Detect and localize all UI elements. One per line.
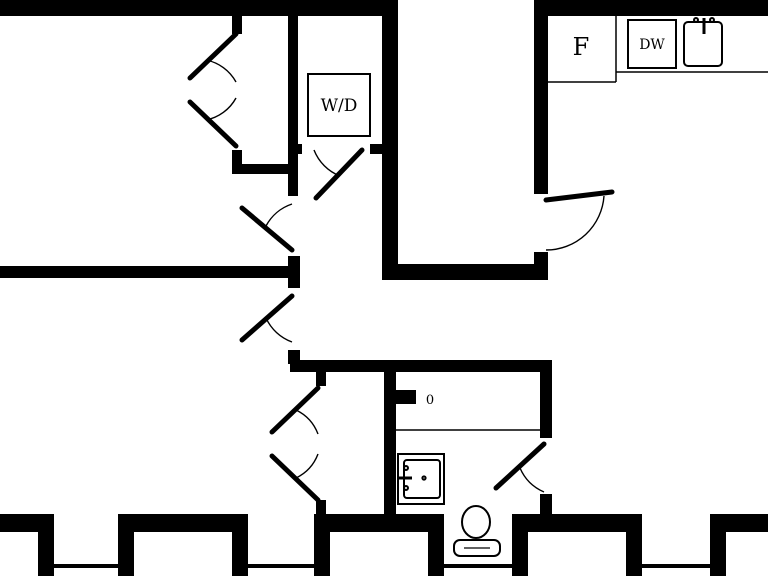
- door-swing-icon: [239, 293, 295, 343]
- wall-bottom-pier-3: [232, 514, 248, 576]
- wall-wd-bottom-right: [370, 144, 390, 154]
- fridge-icon: F: [573, 33, 590, 61]
- wall-bottom-pier-7: [626, 514, 642, 576]
- wall-bath-left: [384, 362, 396, 518]
- door-swing-icon: [239, 203, 295, 253]
- door-swing-icon: [269, 453, 321, 503]
- wall-wd-left: [288, 14, 298, 196]
- fridge-label: F: [573, 33, 590, 61]
- wall-bottom-seg-5: [710, 514, 768, 532]
- washer-dryer-label: W/D: [321, 96, 358, 116]
- wall-bottom-seg-3: [314, 514, 442, 532]
- door-swing-icon: [493, 441, 547, 493]
- faucet-mark: 0: [426, 393, 434, 408]
- interior-lines: [396, 16, 768, 431]
- wall-bottom-pier-1: [38, 514, 54, 576]
- dishwasher-icon: DW: [627, 19, 677, 69]
- wall-closet-top-stub: [232, 14, 242, 34]
- wall-wd-bottom-left: [288, 144, 302, 154]
- wall-kitchen-left: [534, 0, 548, 194]
- sink-icon: [397, 453, 445, 505]
- wall-closet-bottom: [232, 164, 298, 174]
- wall-divider-pillar: [288, 256, 300, 288]
- doors: [187, 31, 615, 503]
- door-swing-icon: [187, 31, 239, 83]
- wall-closet-mid-stub: [232, 150, 242, 174]
- washer-dryer-icon: W/D: [307, 73, 371, 137]
- door-swing-icon: [543, 189, 615, 251]
- wall-bottom-seg-2: [118, 514, 248, 532]
- wall-bath-top: [290, 360, 552, 372]
- wall-bath-nib: [396, 390, 416, 404]
- door-swing-icon: [313, 147, 365, 201]
- wall-bath-right-lower: [540, 494, 552, 518]
- door-swing-icon: [187, 97, 239, 149]
- sink-icon: [683, 17, 723, 67]
- wall-kitchen-bottom: [382, 264, 548, 280]
- wall-bath-right: [540, 362, 552, 438]
- wall-bedroom-divider: [0, 266, 298, 278]
- wall-bottom-seg-4: [512, 514, 640, 532]
- wall-closet2-right: [316, 370, 326, 378]
- wall-closet2-lower: [316, 500, 326, 520]
- toilet-icon: [453, 505, 501, 557]
- wall-bottom-pier-5: [428, 514, 444, 576]
- dishwasher-label: DW: [639, 37, 665, 53]
- door-swing-icon: [269, 385, 321, 435]
- wall-top-right: [534, 0, 768, 16]
- wall-top-left: [0, 0, 398, 16]
- fixtures: W/D F DW 0: [307, 17, 723, 557]
